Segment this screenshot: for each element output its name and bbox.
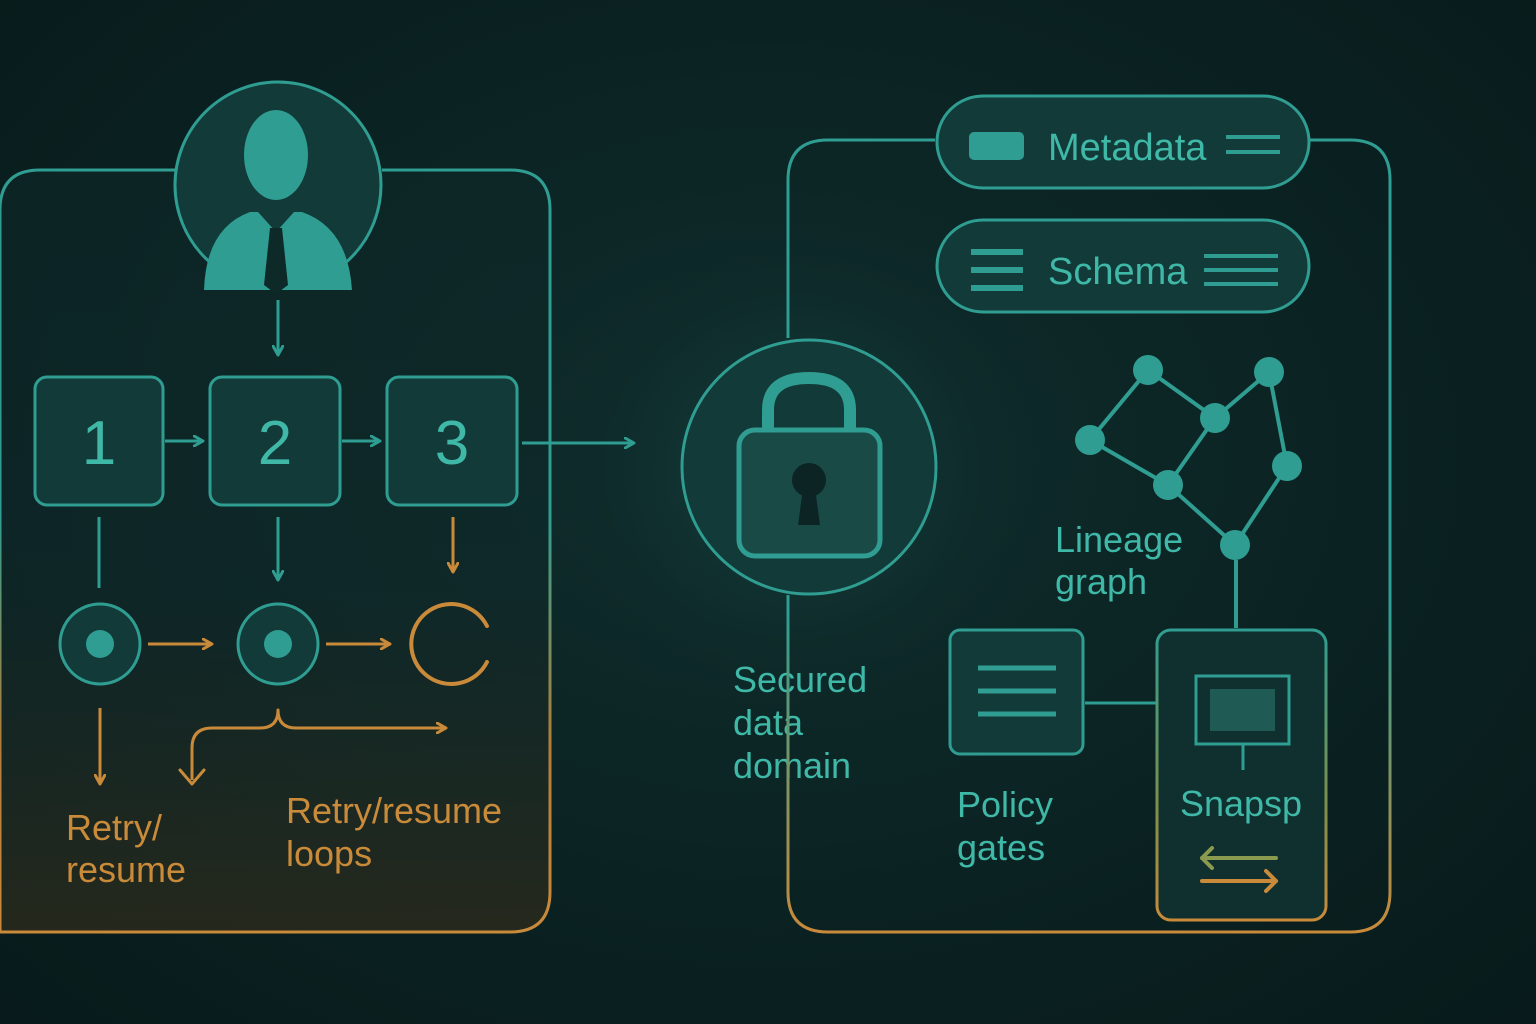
metadata-pill[interactable]: Metadata <box>935 94 1311 190</box>
lineage-label-line2: graph <box>1055 561 1147 602</box>
snapshot-label: Snapsp <box>1180 783 1302 824</box>
secured-domain-node[interactable] <box>680 338 938 596</box>
step-number-1: 1 <box>82 409 116 478</box>
snapshot-box[interactable]: Snapsp <box>1155 628 1328 922</box>
step-box-1[interactable]: 1 <box>33 375 165 507</box>
retry-loop-bracket <box>190 708 446 780</box>
lineage-label-line1: Lineage <box>1055 519 1183 560</box>
sync-arrows-icon <box>1200 846 1278 893</box>
retry-loops-label-line2: loops <box>286 833 372 874</box>
monitor-icon <box>1194 674 1291 770</box>
user-avatar-icon <box>173 80 383 294</box>
schema-pill[interactable]: Schema <box>935 218 1311 314</box>
metadata-card-icon <box>969 132 1024 160</box>
retry-resume-label-line2: resume <box>66 849 186 890</box>
state-node-3-pending[interactable] <box>409 602 489 686</box>
state-node-2[interactable] <box>236 602 320 686</box>
secured-domain-label-line3: domain <box>733 745 851 786</box>
policy-gates-box[interactable] <box>948 628 1085 756</box>
metadata-label: Metadata <box>1048 127 1207 169</box>
schema-list-icon <box>971 249 1023 291</box>
retry-loop-left-arrowhead <box>178 768 206 786</box>
workflow-panel-frame <box>0 168 552 934</box>
policy-label-line1: Policy <box>957 784 1053 825</box>
workflow-panel: 1 2 3 Retry/ r <box>0 80 552 934</box>
step-box-2[interactable]: 2 <box>208 375 342 507</box>
governance-panel: Metadata Schema <box>786 94 1392 934</box>
policy-document-icon <box>978 665 1056 717</box>
policy-label-line2: gates <box>957 827 1045 868</box>
metadata-lines-icon <box>1226 135 1280 154</box>
schema-label: Schema <box>1048 251 1188 293</box>
schema-lines-icon <box>1204 254 1278 286</box>
retry-resume-label-line1: Retry/ <box>66 807 162 848</box>
retry-loops-label-line1: Retry/resume <box>286 790 502 831</box>
secured-domain-label-line1: Secured <box>733 659 867 700</box>
lineage-graph-icon[interactable] <box>1075 355 1302 628</box>
step-box-3[interactable]: 3 <box>385 375 519 507</box>
state-node-1[interactable] <box>58 602 142 686</box>
secured-domain-label-line2: data <box>733 702 804 743</box>
step-number-2: 2 <box>258 409 292 478</box>
padlock-icon <box>736 371 883 559</box>
step-number-3: 3 <box>435 409 469 478</box>
governance-panel-frame <box>786 138 1392 934</box>
